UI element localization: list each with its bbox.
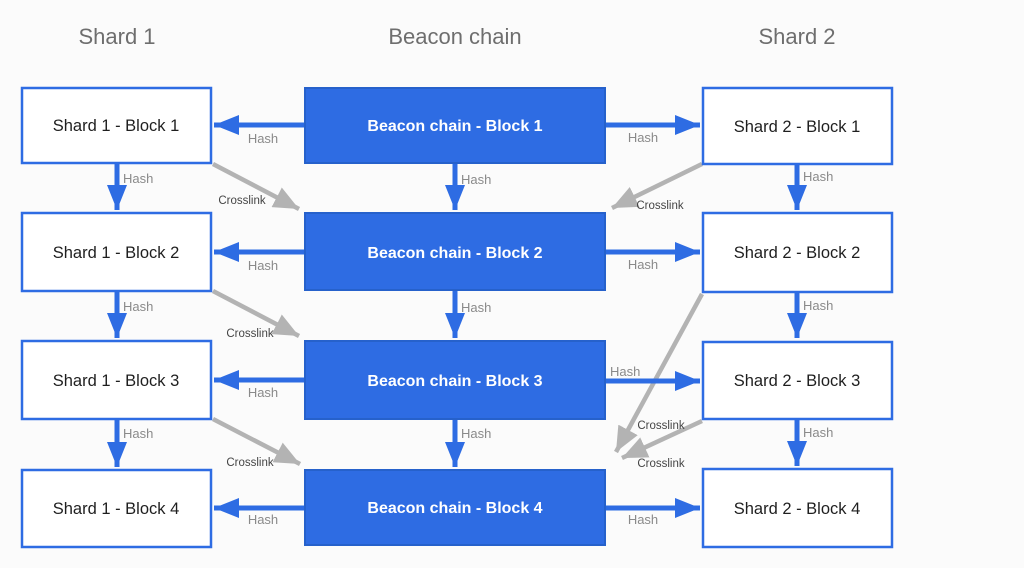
crosslink-arrow-s1b2-beacon3	[211, 289, 301, 338]
hash-label-beacon1-s1b1: Hash	[248, 131, 278, 146]
hash-label-beacon3-beacon4: Hash	[461, 426, 491, 441]
shard1-block3-box	[20, 339, 213, 421]
shard2-block3-box	[701, 340, 894, 421]
crosslink-arrow-s2b3-beacon4	[621, 418, 703, 461]
shard2-block1-label: Shard 2 - Block 1	[734, 118, 861, 136]
hash-label-beacon2-s2b2: Hash	[628, 257, 658, 272]
beacon-block3-box	[304, 340, 606, 420]
hash-label-s2b1-s2b2: Hash	[803, 169, 833, 184]
shard2-block4-box	[701, 467, 894, 549]
shard1-block1-label: Shard 1 - Block 1	[53, 117, 180, 135]
column-header-beacon: Beacon chain	[388, 24, 521, 49]
crosslink-arrow-s2b2-beacon4	[614, 292, 704, 454]
hash-label-beacon4-s1b4: Hash	[248, 512, 278, 527]
crosslink-label-s1b2-beacon3: Crosslink	[226, 328, 274, 340]
crosslink-arrow-s2b1-beacon2	[611, 161, 703, 211]
hash-label-beacon1-beacon2: Hash	[461, 172, 491, 187]
beacon-block3-label: Beacon chain - Block 3	[367, 373, 542, 390]
beacon-block2-label: Beacon chain - Block 2	[367, 245, 542, 262]
beacon-block1-box	[304, 87, 606, 164]
crosslink-label-s2b3-beacon4: Crosslink	[637, 458, 685, 470]
shard2-block2-box	[701, 211, 894, 294]
crosslink-label-s2b2-beacon4: Crosslink	[637, 420, 685, 432]
shard1-block1-box	[20, 86, 213, 165]
beacon-block2-box	[304, 212, 606, 291]
crosslink-label-s1b3-beacon4: Crosslink	[226, 457, 274, 469]
beacon-block4-box	[304, 469, 606, 546]
hash-label-s2b3-s2b4: Hash	[803, 425, 833, 440]
shard2-block2-label: Shard 2 - Block 2	[734, 244, 861, 262]
shard1-block4-box	[20, 468, 213, 549]
hash-label-s2b2-s2b3: Hash	[803, 298, 833, 313]
shard2-block3-label: Shard 2 - Block 3	[734, 372, 861, 390]
hash-label-s1b2-s1b3: Hash	[123, 299, 153, 314]
shard2-block1-box	[701, 86, 894, 166]
hash-label-beacon1-s2b1: Hash	[628, 130, 658, 145]
crosslink-arrow-s1b1-beacon2	[211, 162, 301, 211]
hash-label-beacon3-s1b3: Hash	[248, 385, 278, 400]
hash-label-beacon3-s2b3: Hash	[610, 364, 640, 379]
shard1-block3-label: Shard 1 - Block 3	[53, 372, 180, 390]
column-header-shard1: Shard 1	[78, 24, 155, 49]
beacon-block4-label: Beacon chain - Block 4	[367, 500, 542, 517]
shard2-block4-label: Shard 2 - Block 4	[734, 500, 861, 518]
hash-label-s1b1-s1b2: Hash	[123, 171, 153, 186]
crosslink-label-s2b1-beacon2: Crosslink	[636, 200, 684, 212]
hash-label-s1b3-s1b4: Hash	[123, 426, 153, 441]
column-header-shard2: Shard 2	[758, 24, 835, 49]
shard1-block2-box	[20, 211, 213, 293]
shard1-block2-label: Shard 1 - Block 2	[53, 244, 180, 262]
hash-label-beacon2-s1b2: Hash	[248, 258, 278, 273]
beacon-block1-label: Beacon chain - Block 1	[367, 118, 542, 135]
hash-label-beacon2-beacon3: Hash	[461, 300, 491, 315]
crosslink-label-s1b1-beacon2: Crosslink	[218, 195, 266, 207]
crosslink-arrow-s1b3-beacon4	[211, 417, 302, 466]
hash-label-beacon4-s2b4: Hash	[628, 512, 658, 527]
shard1-block4-label: Shard 1 - Block 4	[53, 500, 180, 518]
